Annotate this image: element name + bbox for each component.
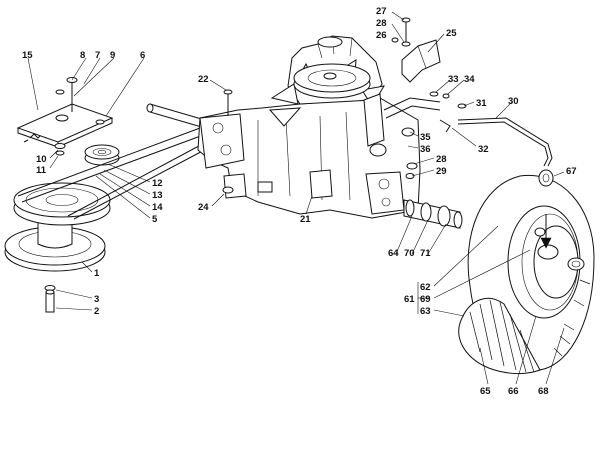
callout-36: 36 xyxy=(420,144,431,155)
callout-24: 24 xyxy=(198,202,209,213)
callout-14: 14 xyxy=(152,202,163,213)
callout-31: 31 xyxy=(476,98,487,109)
callout-35: 35 xyxy=(420,132,431,143)
drive-belt xyxy=(17,127,213,220)
callout-30: 30 xyxy=(508,96,519,107)
callout-5: 5 xyxy=(152,214,158,225)
callout-32: 32 xyxy=(478,144,489,155)
callout-71: 71 xyxy=(420,248,431,259)
callout-25: 25 xyxy=(446,28,457,39)
engine-drive-pulley xyxy=(4,182,111,313)
lever-bracket xyxy=(391,17,467,133)
callout-labels: 15 8 7 9 6 10 11 12 13 14 5 1 3 2 22 24 … xyxy=(22,6,577,397)
callout-68: 68 xyxy=(538,386,549,397)
belt-tensioner-bracket xyxy=(16,77,120,166)
leader-lines xyxy=(27,11,565,385)
callout-65: 65 xyxy=(480,386,491,397)
callout-67: 67 xyxy=(566,166,577,177)
callout-70: 70 xyxy=(404,248,415,259)
callout-66: 66 xyxy=(508,386,519,397)
callout-13: 13 xyxy=(152,190,163,201)
callout-29: 29 xyxy=(436,166,447,177)
callout-28-top: 28 xyxy=(376,18,387,29)
rear-wheel xyxy=(458,169,595,374)
callout-1: 1 xyxy=(94,268,100,279)
callout-3: 3 xyxy=(94,294,99,305)
callout-26: 26 xyxy=(376,30,387,41)
callout-61: 61 xyxy=(404,294,415,305)
callout-62: 62 xyxy=(420,282,431,293)
transmission-gearbox xyxy=(146,35,463,229)
callout-69: 69 xyxy=(420,294,431,305)
callout-22: 22 xyxy=(198,74,209,85)
callout-28-mid: 28 xyxy=(436,154,447,165)
callout-34: 34 xyxy=(464,74,475,85)
callout-63: 63 xyxy=(420,306,431,317)
callout-8: 8 xyxy=(80,50,85,61)
callout-15: 15 xyxy=(22,50,33,61)
callout-27: 27 xyxy=(376,6,387,17)
callout-6: 6 xyxy=(140,50,145,61)
callout-33: 33 xyxy=(448,74,459,85)
callout-21: 21 xyxy=(300,214,311,225)
callout-11: 11 xyxy=(36,165,47,176)
callout-64: 64 xyxy=(388,248,399,259)
callout-2: 2 xyxy=(94,306,99,317)
callout-7: 7 xyxy=(95,50,100,61)
control-rod xyxy=(457,117,553,167)
callout-9: 9 xyxy=(110,50,115,61)
callout-10: 10 xyxy=(36,154,47,165)
callout-12: 12 xyxy=(152,178,163,189)
